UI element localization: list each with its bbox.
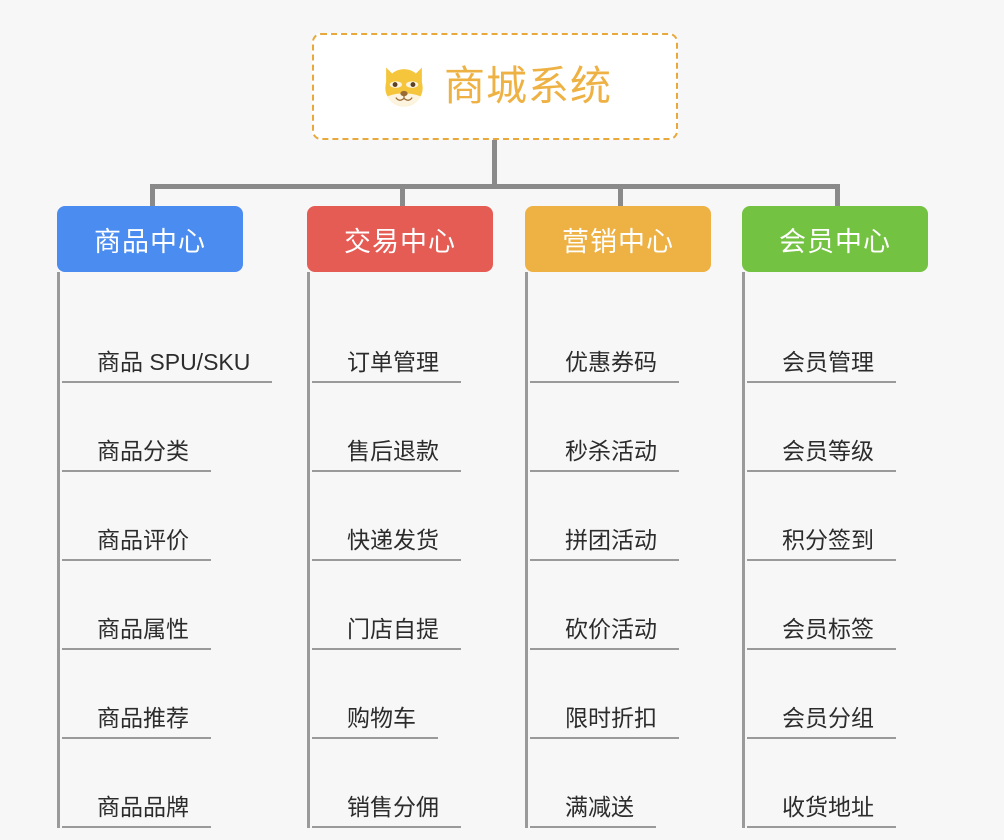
leaf-item[interactable]: 商品 SPU/SKU	[62, 294, 273, 383]
leaf-item[interactable]: 会员管理	[747, 294, 896, 383]
leaf-item[interactable]: 拼团活动	[530, 472, 679, 561]
branch-column-2: 交易中心 订单管理 售后退款 快递发货 门店自提 购物车 销售分佣	[307, 206, 493, 828]
leaf-item[interactable]: 商品属性	[62, 561, 211, 650]
leaf-item[interactable]: 满减送	[530, 739, 656, 828]
leaf-group-4: 会员管理 会员等级 积分签到 会员标签 会员分组 收货地址	[742, 272, 928, 828]
branch-header-3[interactable]: 营销中心	[525, 206, 711, 272]
leaf-spine-1	[57, 272, 60, 828]
leaf-item[interactable]: 收货地址	[747, 739, 896, 828]
leaf-item[interactable]: 会员分组	[747, 650, 896, 739]
branch-header-label-2: 交易中心	[344, 226, 456, 257]
leaf-item[interactable]: 优惠券码	[530, 294, 679, 383]
branch-header-label-3: 营销中心	[562, 226, 674, 257]
leaf-item[interactable]: 商品评价	[62, 472, 211, 561]
leaf-item[interactable]: 积分签到	[747, 472, 896, 561]
leaf-item[interactable]: 销售分佣	[312, 739, 461, 828]
branch-header-2[interactable]: 交易中心	[307, 206, 493, 272]
root-title: 商城系统	[444, 63, 612, 109]
trunk-stem-connector	[492, 140, 497, 188]
branch-header-4[interactable]: 会员中心	[742, 206, 928, 272]
trunk-drop-connector-2	[400, 184, 405, 210]
leaf-item[interactable]: 门店自提	[312, 561, 461, 650]
branch-header-label-4: 会员中心	[779, 226, 891, 257]
leaf-item[interactable]: 会员等级	[747, 383, 896, 472]
leaf-spine-2	[307, 272, 310, 828]
branch-column-4: 会员中心 会员管理 会员等级 积分签到 会员标签 会员分组 收货地址	[742, 206, 928, 828]
branch-header-1[interactable]: 商品中心	[57, 206, 243, 272]
leaf-spine-4	[742, 272, 745, 828]
branch-column-1: 商品中心 商品 SPU/SKU 商品分类 商品评价 商品属性 商品推荐 商品品牌	[57, 206, 273, 828]
trunk-drop-connector-4	[835, 184, 840, 210]
leaf-item[interactable]: 砍价活动	[530, 561, 679, 650]
trunk-horizontal-connector	[150, 184, 840, 189]
trunk-drop-connector-3	[618, 184, 623, 210]
leaf-item[interactable]: 秒杀活动	[530, 383, 679, 472]
leaf-item[interactable]: 商品分类	[62, 383, 211, 472]
trunk-drop-connector-1	[150, 184, 155, 210]
root-node[interactable]: 商城系统	[312, 33, 678, 140]
leaf-item[interactable]: 会员标签	[747, 561, 896, 650]
branch-column-3: 营销中心 优惠券码 秒杀活动 拼团活动 砍价活动 限时折扣 满减送	[525, 206, 711, 828]
leaf-item[interactable]: 商品品牌	[62, 739, 211, 828]
leaf-item[interactable]: 购物车	[312, 650, 438, 739]
leaf-group-2: 订单管理 售后退款 快递发货 门店自提 购物车 销售分佣	[307, 272, 493, 828]
leaf-item[interactable]: 限时折扣	[530, 650, 679, 739]
leaf-item[interactable]: 快递发货	[312, 472, 461, 561]
leaf-spine-3	[525, 272, 528, 828]
leaf-item[interactable]: 商品推荐	[62, 650, 211, 739]
leaf-item[interactable]: 售后退款	[312, 383, 461, 472]
shiba-dog-face-icon	[385, 67, 423, 107]
leaf-group-1: 商品 SPU/SKU 商品分类 商品评价 商品属性 商品推荐 商品品牌	[57, 272, 273, 828]
leaf-item[interactable]: 订单管理	[312, 294, 461, 383]
branch-header-label-1: 商品中心	[94, 226, 206, 257]
leaf-group-3: 优惠券码 秒杀活动 拼团活动 砍价活动 限时折扣 满减送	[525, 272, 711, 828]
